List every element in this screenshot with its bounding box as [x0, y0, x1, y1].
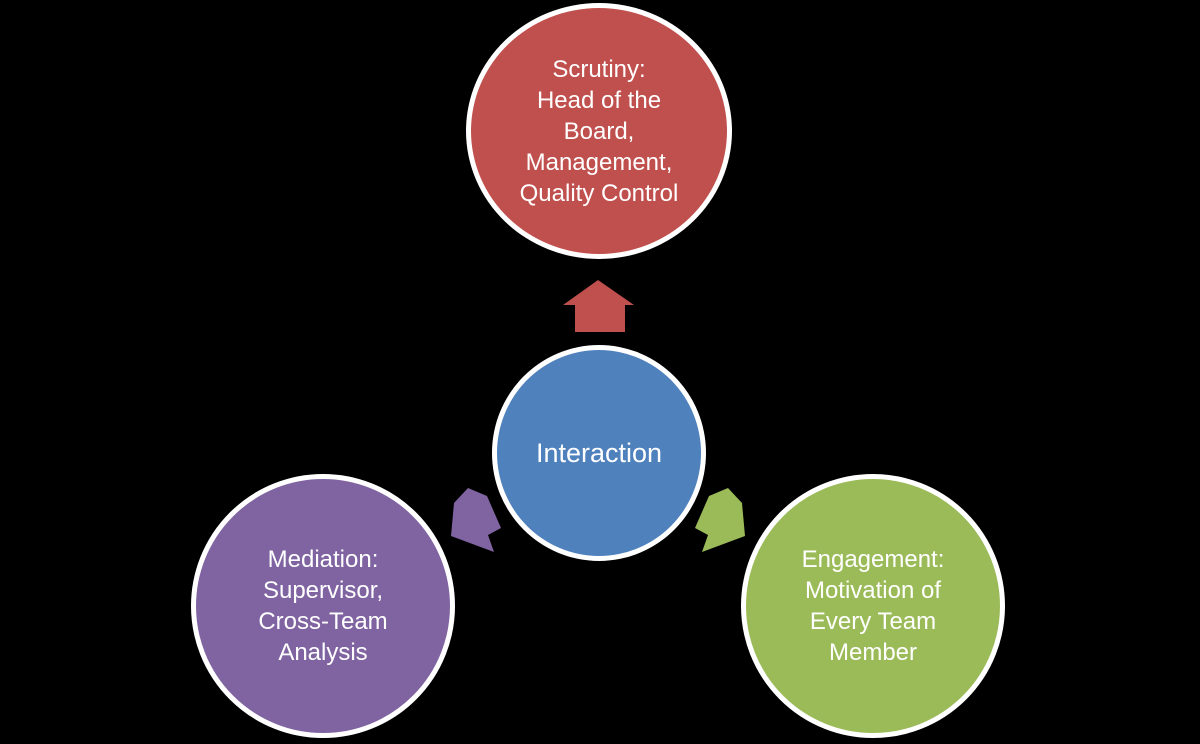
- node-scrutiny-circle: Scrutiny: Head of the Board, Management,…: [466, 3, 732, 259]
- node-engagement-circle: Engagement: Motivation of Every Team Mem…: [741, 474, 1005, 738]
- node-mediation-label: Mediation: Supervisor, Cross-Team Analys…: [258, 546, 388, 666]
- down-left-arrow-icon: [451, 488, 501, 552]
- node-engagement-label: Engagement: Motivation of Every Team Mem…: [801, 546, 945, 666]
- center-node-label: Interaction: [535, 438, 663, 468]
- down-left-arrow-shape: [451, 488, 501, 552]
- up-arrow-shape: [563, 280, 634, 332]
- up-arrow-icon: [563, 280, 634, 332]
- node-mediation-circle: Mediation: Supervisor, Cross-Team Analys…: [191, 474, 455, 738]
- down-right-arrow-icon: [695, 488, 745, 552]
- down-right-arrow-shape: [695, 488, 745, 552]
- center-node-circle: Interaction: [492, 345, 706, 561]
- node-scrutiny-label: Scrutiny: Head of the Board, Management,…: [519, 55, 679, 207]
